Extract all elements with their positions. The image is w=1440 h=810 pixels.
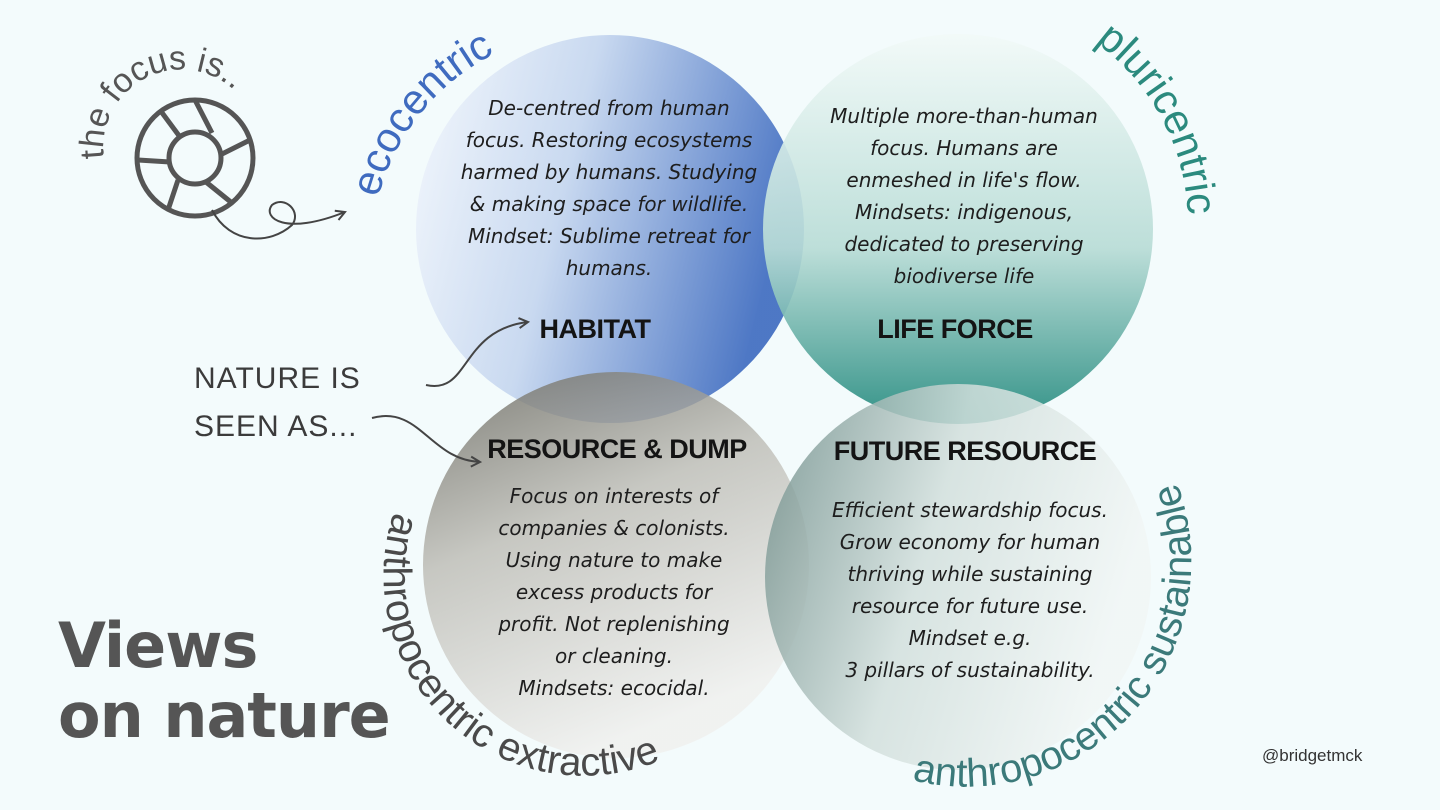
nature-is-label: NATURE IS <box>194 362 361 395</box>
aperture-icon <box>134 97 256 219</box>
focus-arrow <box>211 201 345 240</box>
resource-dump-title: RESOURCE & DUMP <box>487 434 747 464</box>
the-focus-is-label: the focus is... <box>0 0 253 160</box>
life-force-title: LIFE FORCE <box>877 314 1033 344</box>
resource-dump-circle <box>423 372 809 758</box>
arrow-to-habitat <box>425 322 528 388</box>
author-handle: @bridgetmck <box>1262 746 1363 765</box>
page-title-line2: on nature <box>58 679 391 752</box>
life-force-description: Multiple more-than-human focus. Humans a… <box>830 104 1098 288</box>
page-title-line1: Views <box>58 609 258 682</box>
seen-as-label: SEEN AS... <box>194 410 358 443</box>
future-resource-description: Efficient stewardship focus. Grow econom… <box>832 498 1108 682</box>
future-resource-circle <box>765 384 1151 770</box>
resource-dump-description: Focus on interests of companies & coloni… <box>498 484 730 700</box>
future-resource-title: FUTURE RESOURCE <box>833 436 1097 466</box>
arrow-to-resource-dump <box>371 415 480 462</box>
habitat-title: HABITAT <box>539 314 651 344</box>
habitat-description: De-centred from human focus. Restoring e… <box>460 96 758 280</box>
life-force-circle <box>763 34 1153 424</box>
